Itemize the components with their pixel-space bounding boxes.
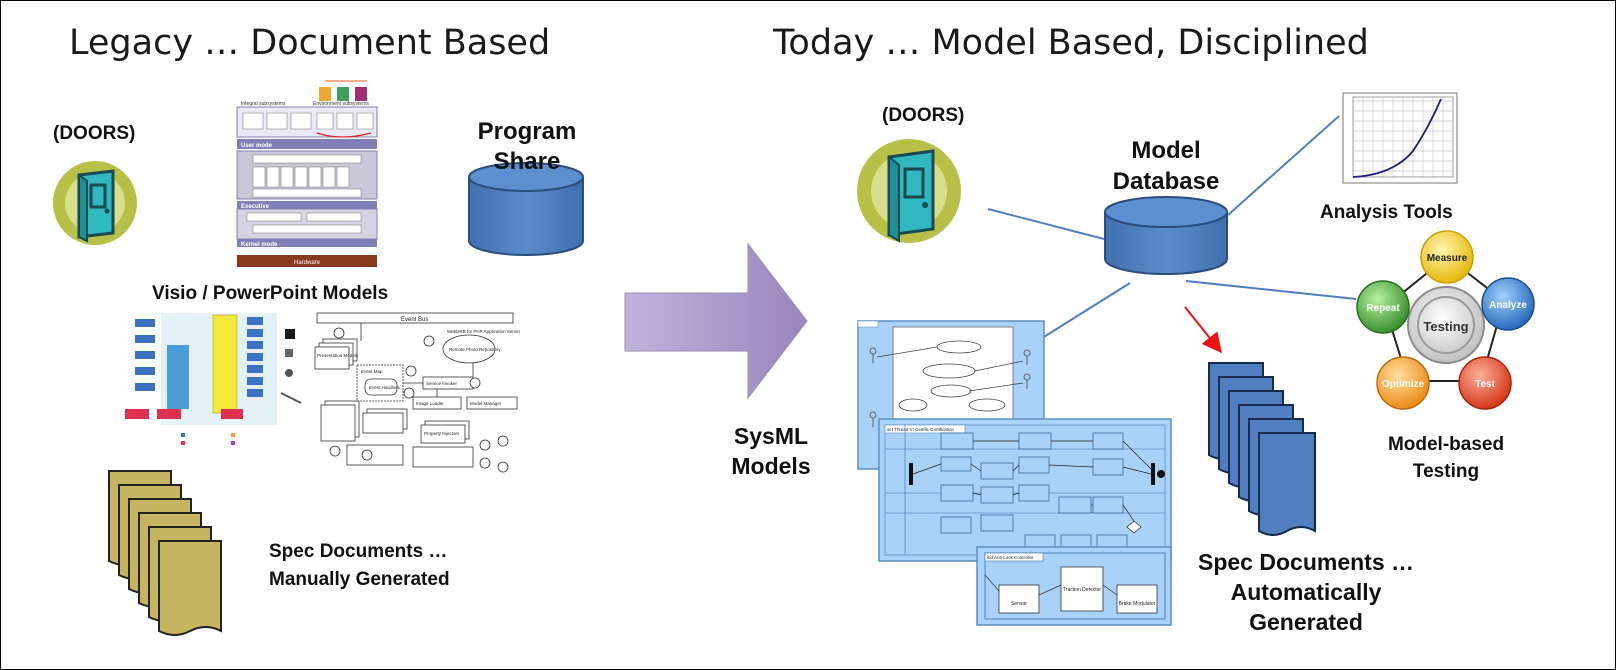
- architecture-diagram: Integral subsystems Environment subsyste…: [236, 80, 378, 267]
- remote-photo-repository-label: Remote Photo Repository: [449, 347, 501, 352]
- doors-icon-left: [53, 161, 137, 245]
- repeat-node: [1356, 280, 1410, 334]
- property-injectors-label: Property Injectors: [424, 431, 460, 436]
- arch-hardware-label: Hardware: [294, 260, 321, 266]
- auto-spec-documents-label: Spec Documents … Automatically Generated: [1171, 547, 1441, 637]
- today-heading: Today … Model Based, Disciplined: [773, 23, 1369, 63]
- presentation-models-label: Presentation Models: [317, 353, 359, 358]
- event-bus-label: Event Bus: [401, 317, 428, 323]
- model-based-testing-label: Model-based Testing: [1361, 431, 1531, 485]
- arch-kernel-mode-label: Kernel mode: [241, 242, 278, 248]
- model-manager-label: Model Manager: [470, 401, 502, 406]
- arch-executive-label: Executive: [241, 204, 270, 210]
- manual-spec-documents-icon: [108, 470, 222, 636]
- database-connectors: [987, 115, 1357, 346]
- event-map-label: Event Map: [361, 369, 383, 374]
- manual-spec-line-1: Spec Documents …: [269, 541, 448, 562]
- activity-diagram-title: act Thread V: Certific Certification: [887, 427, 955, 432]
- service-invoker-label: Service Invoker: [426, 381, 458, 386]
- measure-node: [1420, 230, 1474, 284]
- auto-spec-line-1: Spec Documents …: [1198, 549, 1414, 575]
- analyze-label: Analyze: [1489, 300, 1527, 311]
- measure-label: Measure: [1427, 253, 1468, 264]
- arch-top-label-a: Integral subsystems: [241, 101, 286, 107]
- event-bus-diagram: Event Bus Presentation Models Event Map …: [314, 312, 521, 473]
- optimize-node: [1376, 356, 1430, 410]
- doors-label-left: (DOORS): [53, 123, 136, 144]
- program-share-line-2: Share: [493, 148, 561, 175]
- model-database-label: Model Database: [1096, 135, 1236, 197]
- doors-label-right: (DOORS): [882, 105, 965, 126]
- test-node: [1458, 356, 1512, 410]
- transition-arrow: [624, 242, 808, 400]
- visio-block-diagram: [125, 313, 302, 445]
- auto-spec-documents-icon: [1208, 362, 1316, 536]
- model-database-line-2: Database: [1112, 168, 1220, 195]
- model-based-testing-line-1: Model-based: [1387, 434, 1505, 455]
- arch-top-label-b: Environment subsystems: [313, 101, 369, 107]
- manual-spec-line-2: Manually Generated: [269, 569, 450, 590]
- model-based-testing-line-2: Testing: [1412, 461, 1480, 482]
- image-loader-label: Image Loader: [416, 401, 444, 406]
- event-handlers-label: Event Handlers: [369, 385, 401, 390]
- model-database-line-1: Model: [1131, 137, 1201, 164]
- optimize-label: Optimize: [1382, 379, 1425, 390]
- analyze-node: [1481, 277, 1535, 331]
- manual-spec-documents-label: Spec Documents … Manually Generated: [269, 538, 450, 594]
- red-generation-arrow: [1184, 306, 1222, 354]
- legacy-heading: Legacy … Document Based: [69, 23, 551, 63]
- testing-cycle-diagram: Testing Measure Analyze Test Optimize Re…: [1356, 230, 1535, 410]
- webdrb-server-label: WebDRB for PHP Application Server: [447, 329, 521, 334]
- sysml-models-label: SysML Models: [721, 421, 821, 481]
- test-label: Test: [1475, 379, 1495, 390]
- block-part-traction-detector: Traction Detector: [1063, 587, 1101, 593]
- auto-spec-line-3: Generated: [1249, 609, 1363, 635]
- block-part-sensor: Sensor: [1011, 601, 1027, 607]
- visio-powerpoint-label: Visio / PowerPoint Models: [152, 283, 389, 304]
- program-share-line-1: Program: [477, 118, 577, 145]
- sysml-activity-diagram: act Thread V: Certific Certification: [878, 418, 1172, 562]
- sysml-line-2: Models: [731, 453, 811, 479]
- block-diagram-title: ibd Anti-Lock Controller: [987, 555, 1034, 560]
- block-part-brake-modulator: Brake Modulator: [1119, 601, 1156, 607]
- analysis-tools-label: Analysis Tools: [1320, 202, 1453, 223]
- analysis-chart-thumbnail: [1342, 92, 1458, 184]
- auto-spec-line-2: Automatically: [1230, 579, 1382, 605]
- program-share-database-icon: [468, 162, 584, 256]
- model-database-icon: [1104, 196, 1228, 275]
- repeat-label: Repeat: [1366, 303, 1400, 314]
- sysml-line-1: SysML: [733, 423, 809, 449]
- program-share-label: Program Share: [457, 117, 597, 177]
- arch-user-mode-label: User mode: [241, 143, 273, 149]
- doors-icon-right: [857, 139, 961, 243]
- testing-center-label: Testing: [1423, 319, 1468, 334]
- sysml-block-diagram: ibd Anti-Lock Controller Sensor Traction…: [976, 546, 1172, 626]
